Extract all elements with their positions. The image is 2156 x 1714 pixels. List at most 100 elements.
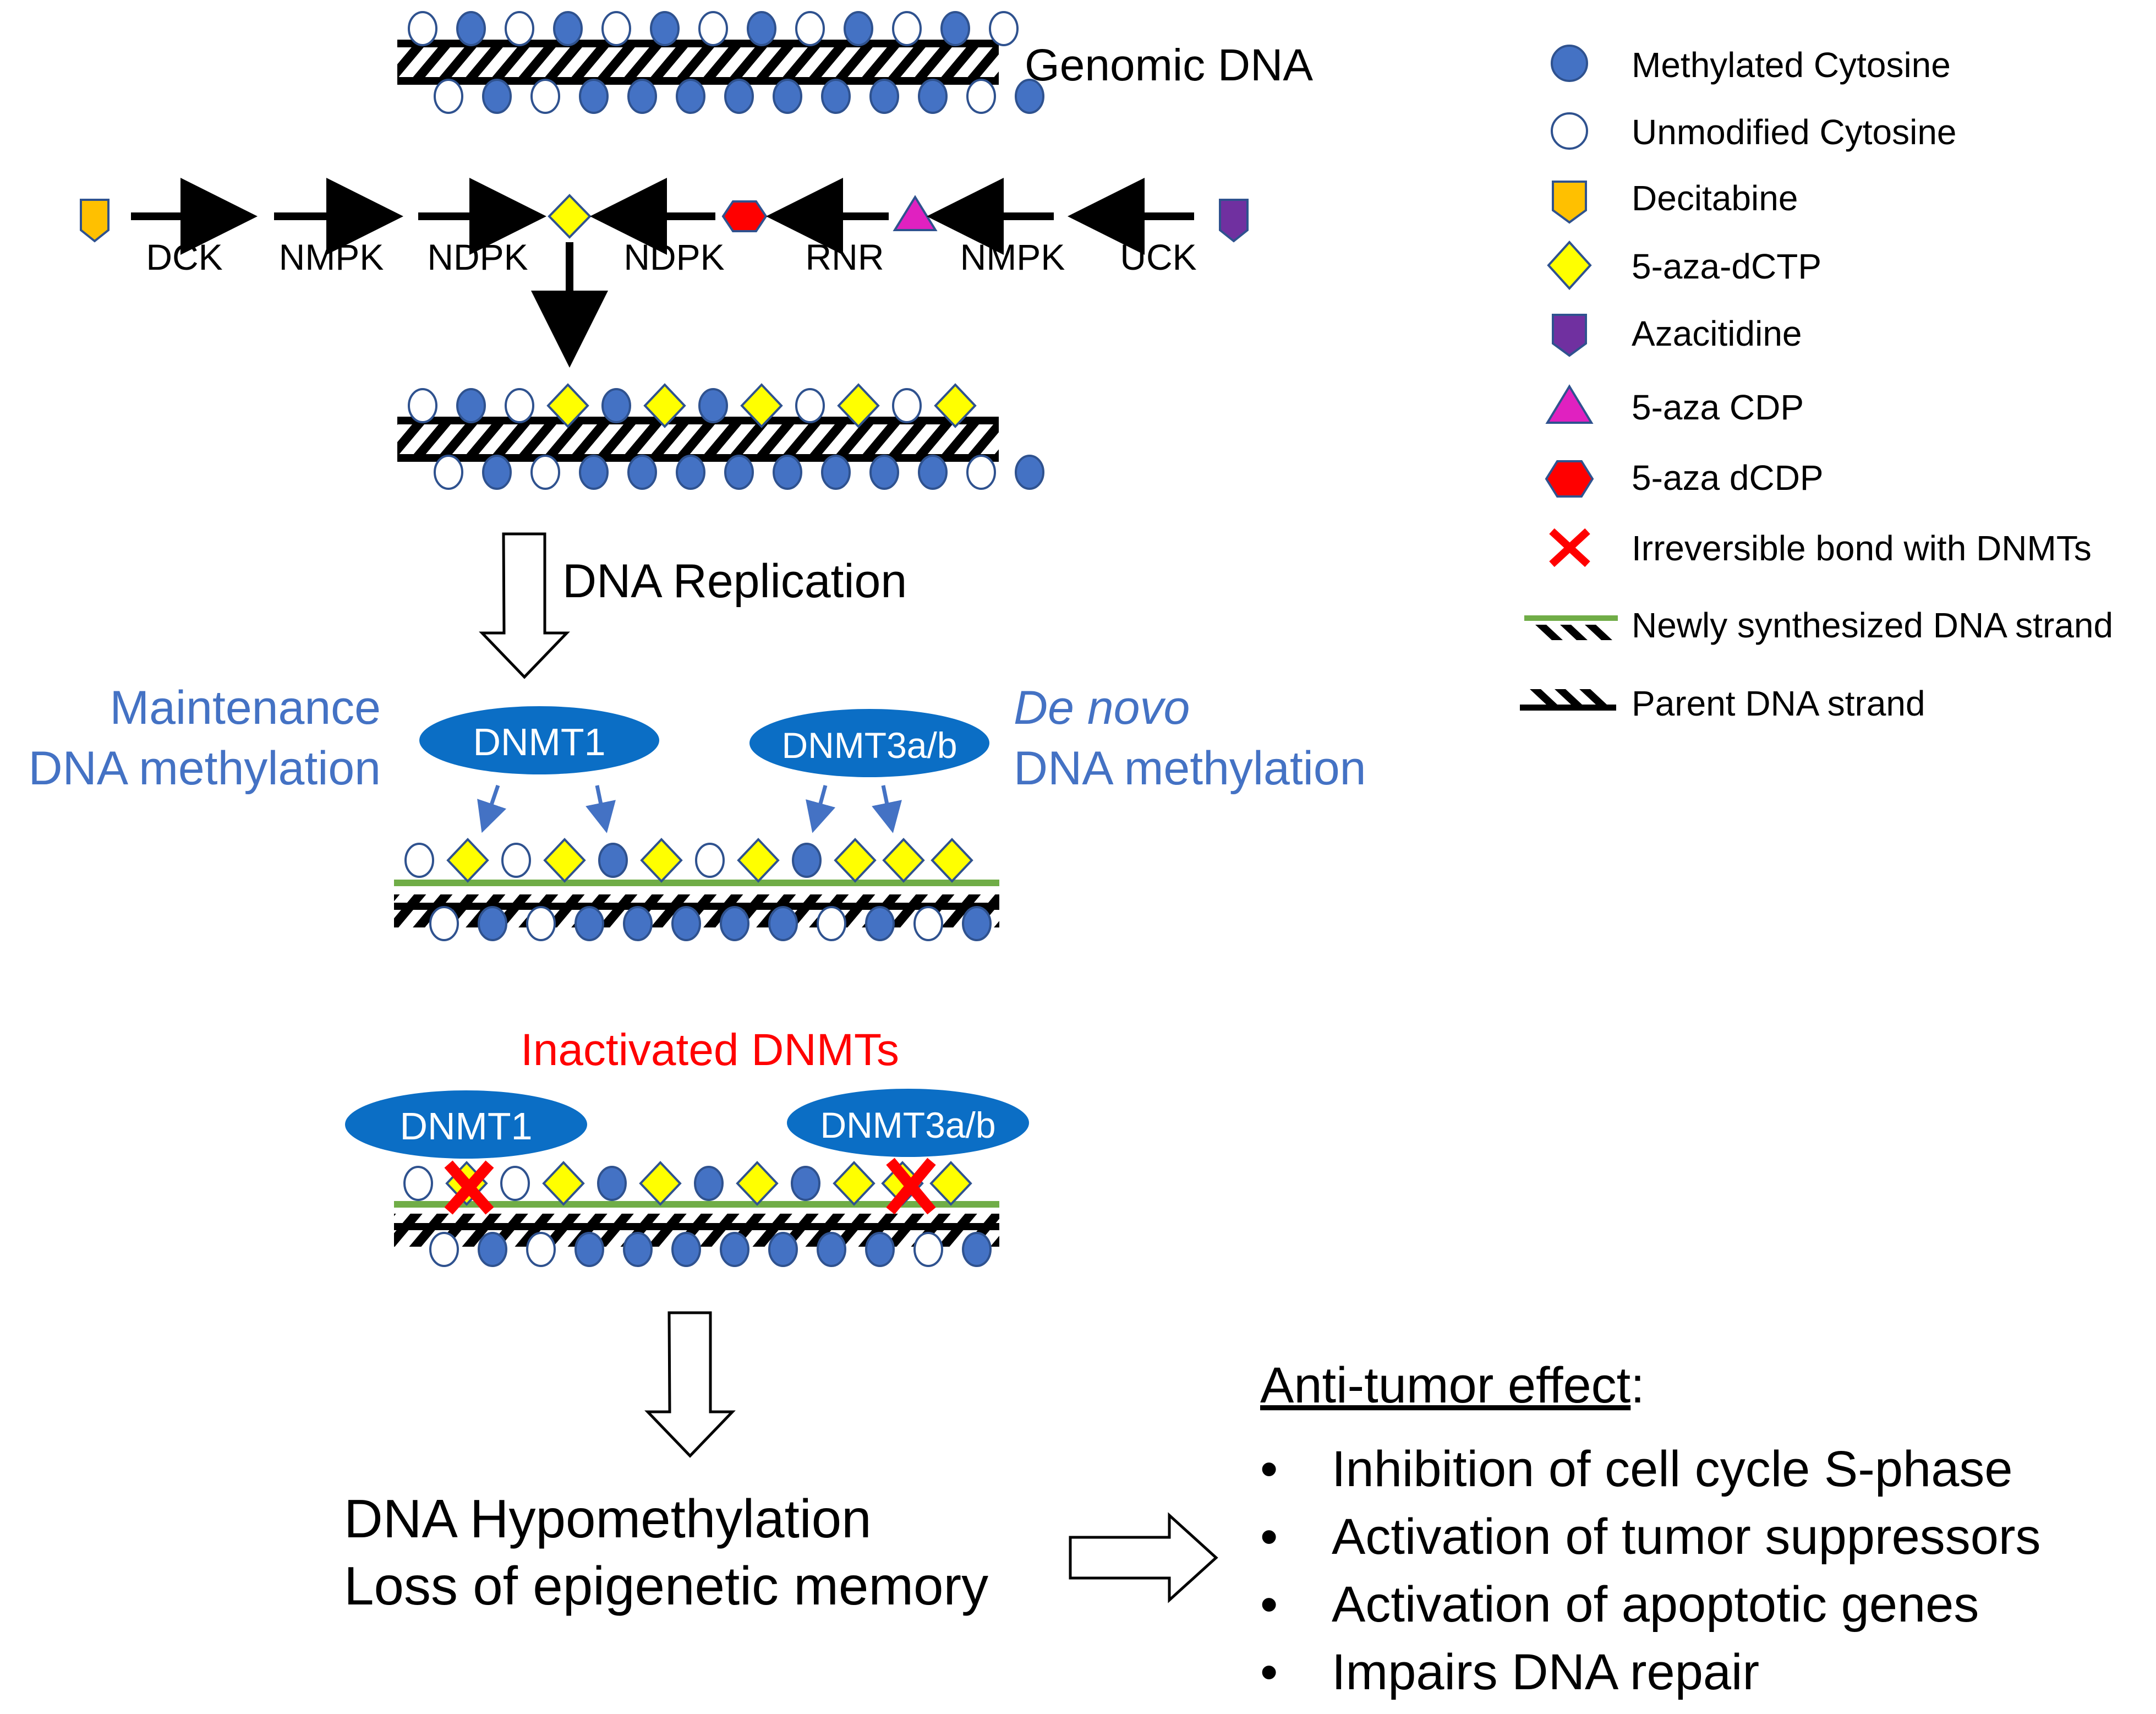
- effects-title-text: Anti-tumor effect: [1260, 1357, 1630, 1413]
- unmodified-cytosine: [429, 1232, 459, 1267]
- legend-label: 5-aza-dCTP: [1632, 247, 1821, 286]
- methylated-cytosine: [598, 843, 628, 878]
- methylated-cytosine: [773, 79, 802, 114]
- aza-dctp-base: [882, 838, 925, 883]
- methylated-cytosine: [821, 79, 851, 114]
- dnmt1-enzyme: [419, 706, 659, 774]
- unmodified-cytosine: [526, 906, 556, 941]
- methylated-cytosine: [821, 455, 851, 490]
- red-hexagon-icon: [1545, 460, 1594, 498]
- methylated-cytosine: [694, 1166, 724, 1201]
- methylated-cytosine: [865, 1232, 895, 1267]
- methylated-cytosine: [574, 1232, 604, 1267]
- new-strand-legend-icon: [1524, 615, 1618, 640]
- enzyme-label: NDPK: [623, 237, 724, 277]
- unmodified-cytosine: [892, 11, 922, 46]
- effect-item: Activation of tumor suppressors: [1332, 1509, 2041, 1565]
- unmodified-cytosine: [601, 11, 631, 46]
- metabolic-pathway: [80, 178, 1249, 368]
- aza-dctp-base: [542, 1161, 585, 1206]
- unmodified-cytosine: [408, 11, 437, 46]
- aza-dctp-icon: [548, 194, 592, 239]
- enzyme-label: NMPK: [960, 237, 1065, 277]
- methylated-cytosine: [1015, 79, 1044, 114]
- methylated-cytosine: [623, 1232, 653, 1267]
- methylated-cytosine: [747, 11, 776, 46]
- legend-label: Azacitidine: [1632, 314, 1802, 353]
- pink-triangle-icon: [1545, 384, 1594, 424]
- methylated-cytosine: [478, 1232, 507, 1267]
- methylated-cytosine: [627, 79, 657, 114]
- denovo-label-line2: DNA methylation: [1014, 742, 1366, 795]
- unmodified-cytosine: [966, 455, 996, 490]
- unmodified-cytosine: [403, 1166, 433, 1201]
- unmodified-cytosine: [817, 906, 846, 941]
- aza-dctp-base: [736, 1161, 779, 1206]
- methylated-cytosine: [456, 11, 486, 46]
- methylated-cytosine: [865, 906, 895, 941]
- legend-label: Irreversible bond with DNMTs: [1632, 528, 2092, 568]
- aza-dctp-base: [640, 838, 683, 883]
- methylated-cytosine: [768, 1232, 798, 1267]
- methylated-cytosine: [918, 455, 948, 490]
- aza-dctp-base: [837, 383, 880, 428]
- methylation-arrows: [477, 784, 902, 833]
- aza-dctp-base: [643, 383, 686, 428]
- enzyme-label: UCK: [1120, 237, 1196, 277]
- methylated-cytosine: [720, 906, 749, 941]
- genomic-dna-label: Genomic DNA: [1025, 40, 1313, 90]
- unmodified-cytosine: [530, 79, 560, 114]
- methylated-cytosine: [478, 906, 507, 941]
- dnmt1-label: DNMT1: [473, 720, 605, 763]
- effects-title: Anti-tumor effect:: [1260, 1357, 1645, 1413]
- unmodified-cytosine: [913, 906, 943, 941]
- methylated-cytosine: [1015, 455, 1044, 490]
- methylated-cytosine: [627, 455, 657, 490]
- methylated-cytosine: [869, 455, 899, 490]
- hypomethylation-arrow: [644, 1311, 736, 1458]
- enzyme-label: RNR: [806, 237, 884, 277]
- methylated-cytosine: [724, 79, 754, 114]
- dnmt3-label: DNMT3a/b: [781, 725, 957, 766]
- legend-label: Decitabine: [1632, 178, 1798, 218]
- aza-dctp-base: [934, 383, 977, 428]
- trapped-dna-strand: [394, 1158, 999, 1267]
- methylated-cytosine: [792, 843, 822, 878]
- methylated-cytosine: [844, 11, 873, 46]
- effect-bullet: •: [1260, 1644, 1278, 1700]
- aza-cdp-icon: [893, 195, 938, 231]
- unmodified-cytosine: [505, 388, 534, 423]
- unmodified-cytosine: [434, 79, 463, 114]
- aza-dctp-base: [737, 838, 780, 883]
- unmodified-cytosine: [913, 1232, 943, 1267]
- inactivated-dnmts-label: Inactivated DNMTs: [521, 1025, 899, 1075]
- methylated-cytosine: [869, 79, 899, 114]
- dnmt3-enzyme: [749, 709, 989, 777]
- aza-dctp-base: [740, 383, 783, 428]
- methylated-cytosine: [482, 455, 512, 490]
- methylated-cytosine: [962, 1232, 992, 1267]
- decitabine-icon: [80, 199, 110, 243]
- yellow-diamond-icon: [1547, 241, 1592, 290]
- methylated-cytosine: [623, 906, 653, 941]
- methylated-cytosine: [650, 11, 680, 46]
- methylated-cytosine: [456, 388, 486, 423]
- effect-item: Activation of apoptotic genes: [1332, 1576, 1979, 1633]
- methylated-cytosine: [579, 455, 609, 490]
- red-x-icon: [444, 1158, 936, 1215]
- methylated-cytosine: [671, 1232, 701, 1267]
- dnmt3-inactivated-label: DNMT3a/b: [820, 1105, 995, 1145]
- red-x-legend-icon: [1549, 528, 1590, 567]
- methylated-cytosine: [720, 1232, 749, 1267]
- replicated-dna-strand: [394, 838, 999, 941]
- denovo-label-line1: De novo: [1014, 681, 1190, 734]
- unmodified-cytosine: [434, 455, 463, 490]
- aza-dctp-base: [543, 838, 586, 883]
- methylated-cytosine: [791, 1166, 820, 1201]
- aza-dctp-base: [446, 838, 489, 883]
- effect-item: Impairs DNA repair: [1332, 1644, 1759, 1700]
- effect-arrow: [1069, 1512, 1218, 1603]
- unmodified-cytosine: [404, 843, 434, 878]
- anti-tumor-effects: Anti-tumor effect: •Inhibition of cell c…: [1260, 1357, 2041, 1700]
- aza-dctp-base: [929, 1161, 972, 1206]
